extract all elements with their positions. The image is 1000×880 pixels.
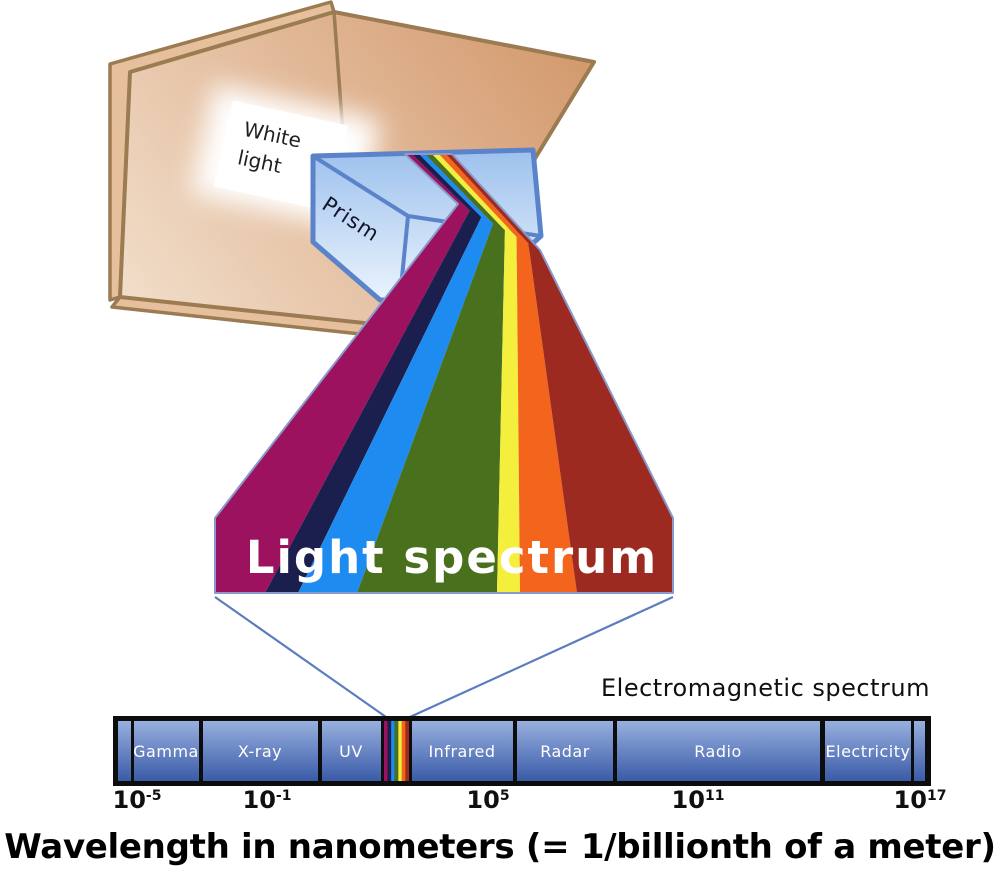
funnel-line-left (214, 596, 387, 718)
tick-base: 10 (466, 786, 500, 814)
bar-segments (118, 721, 925, 781)
tick-exp: 11 (704, 788, 725, 804)
tick-label-1e11: 1011 (672, 786, 725, 814)
segment-xray (203, 721, 318, 781)
tick-label-1e17: 1017 (894, 786, 947, 814)
bar-label-radio: Radio (694, 742, 742, 761)
bar-label-radar: Radar (540, 742, 590, 761)
tick-label-1e5: 105 (466, 786, 509, 814)
em-spectrum-title: Electromagnetic spectrum (601, 674, 930, 702)
bar-stripe-blue (391, 721, 395, 781)
white-light-label: White light (235, 115, 304, 184)
segment-radio (617, 721, 820, 781)
bar-label-electricity: Electricity (825, 742, 911, 761)
tick-exp: 5 (499, 788, 510, 804)
spectrum-band-yellow (432, 154, 520, 593)
bar-stripe-indigo (387, 721, 392, 781)
segment-visible-light-stripes (384, 721, 410, 781)
spectrum-band-orange (439, 154, 577, 593)
bar-label-uv: UV (339, 742, 363, 761)
axis-title: Wavelength in nanometers (= 1/billionth … (4, 827, 996, 867)
bar-stripe-violet (384, 721, 388, 781)
segment-radar (517, 721, 613, 781)
segment-electricity (825, 721, 911, 781)
spectrum-band-violet (215, 154, 470, 593)
bar-stripe-orange (401, 721, 406, 781)
fan-outline (214, 153, 674, 594)
tick-base: 10 (893, 786, 927, 814)
em-spectrum-bar (113, 716, 931, 786)
bar-stripe-yellow (398, 721, 402, 781)
funnel-line-right (409, 595, 674, 719)
segment-uv (322, 721, 381, 781)
tick-exp: 17 (926, 788, 947, 804)
tick-label-1e-1: 10-1 (243, 786, 292, 814)
tick-base: 10 (112, 786, 146, 814)
bar-label-xray: X-ray (237, 742, 283, 761)
segment-thin-right (914, 721, 925, 781)
tick-base: 10 (242, 786, 276, 814)
segment-thin-left (118, 721, 131, 781)
segment-infrared (412, 721, 513, 781)
bar-label-gamma: Gamma (133, 742, 199, 761)
spectrum-band-green (357, 154, 505, 593)
segment-gamma (134, 721, 199, 781)
bar-stripe-red (405, 721, 410, 781)
bar-label-infrared: Infrared (428, 742, 496, 761)
light-spectrum-fan (214, 153, 674, 594)
light-spectrum-label: Light spectrum (245, 531, 659, 584)
tick-label-1e-5: 10-5 (113, 786, 162, 814)
funnel-lines (214, 595, 674, 719)
spectrum-band-red (446, 154, 673, 593)
tick-base: 10 (671, 786, 705, 814)
tick-exp: -1 (275, 788, 292, 804)
bar-stripe-green (394, 721, 399, 781)
spectrum-band-indigo (265, 154, 482, 593)
tick-exp: -5 (145, 788, 162, 804)
